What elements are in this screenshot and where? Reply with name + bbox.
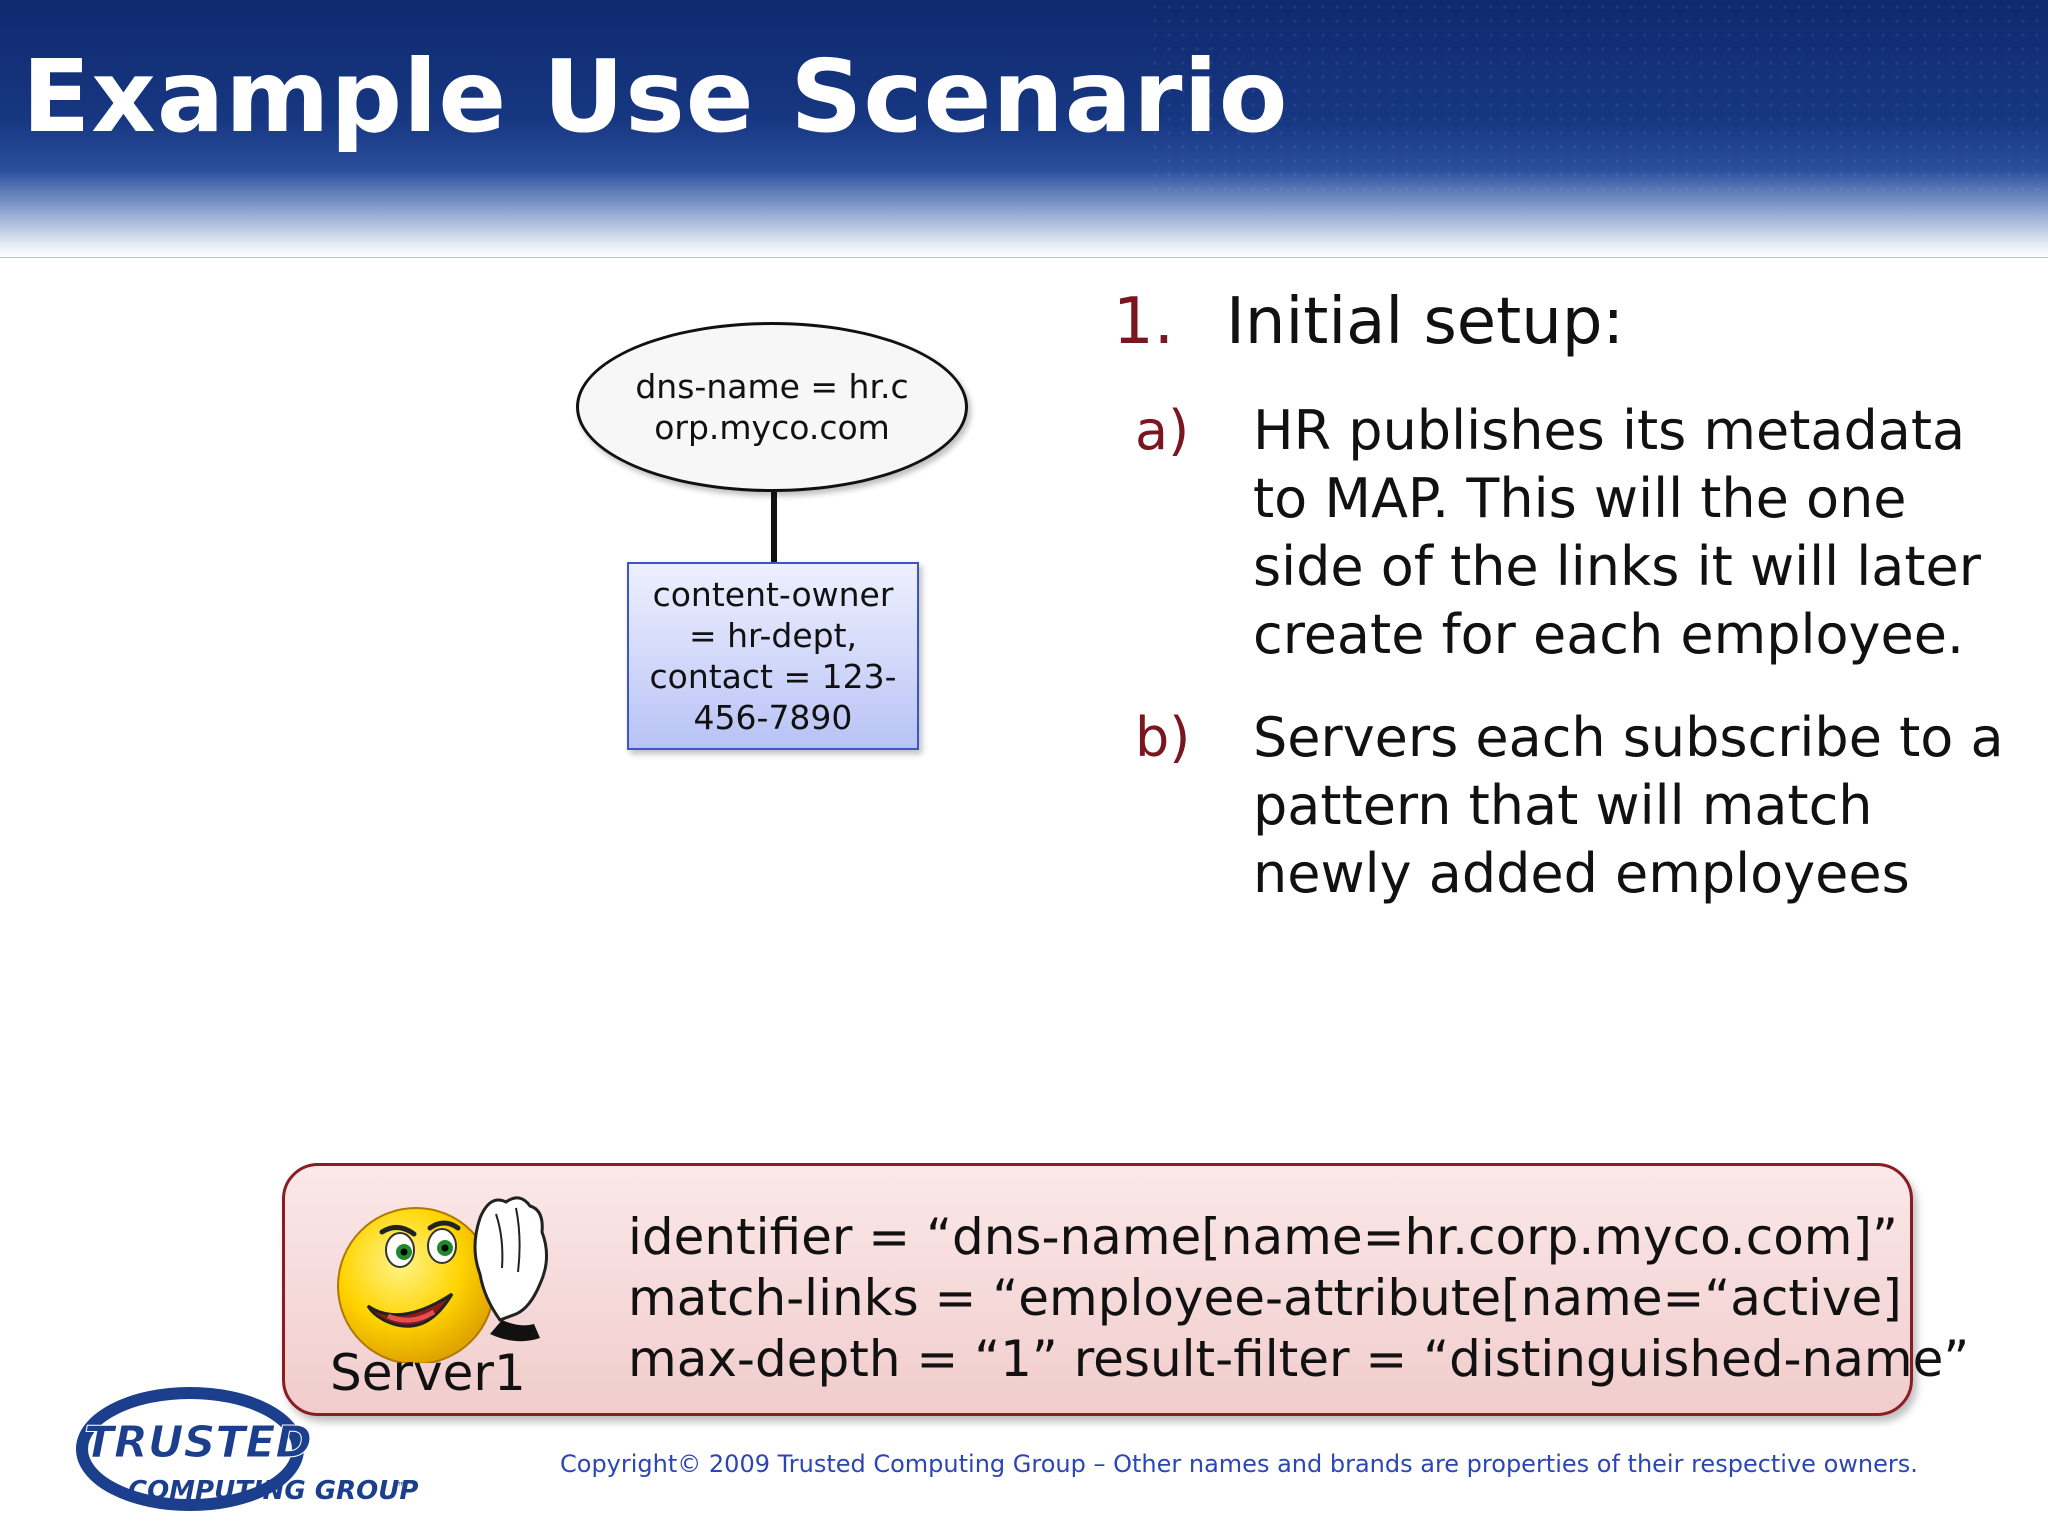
text-line: to MAP. This will the one xyxy=(1253,467,1907,530)
metadata-node-label: content-owner = hr-dept, contact = 123-4… xyxy=(649,575,897,737)
logo-wordmark-bottom: COMPUTING GROUP xyxy=(128,1476,418,1506)
banner-pattern xyxy=(1148,0,2048,200)
copyright-notice: Copyright© 2009 Trusted Computing Group … xyxy=(560,1450,1918,1478)
text-line: create for each employee. xyxy=(1253,603,1965,666)
identifier-node: dns-name = hr.corp.myco.com xyxy=(576,322,968,492)
slide-title: Example Use Scenario xyxy=(22,38,1289,155)
list-marker: a) xyxy=(1135,399,1190,462)
subscription-query: identifier = “dns-name[name=hr.corp.myco… xyxy=(628,1207,1970,1390)
subscription-panel xyxy=(282,1163,1913,1416)
list-item-text: HR publishes its metadata to MAP. This w… xyxy=(1253,397,2048,669)
query-line: match-links = “employee-attribute[name=“… xyxy=(628,1269,1902,1327)
query-line: identifier = “dns-name[name=hr.corp.myco… xyxy=(628,1208,1898,1266)
smiley-salute-icon xyxy=(337,1196,548,1363)
text-line: side of the links it will later xyxy=(1253,535,1981,598)
title-banner: Example Use Scenario xyxy=(0,0,2048,258)
tcg-logo: TRUSTED COMPUTING GROUP ™ xyxy=(76,1387,418,1511)
step-heading: 1. Initial setup: xyxy=(1113,282,2033,362)
server-label: Server1 xyxy=(330,1344,526,1402)
text-line: Servers each subscribe to a xyxy=(1253,706,2004,769)
logo-trademark: ™ xyxy=(396,1480,408,1494)
list-item-text: Servers each subscribe to a pattern that… xyxy=(1253,704,2048,908)
text-line: pattern that will match xyxy=(1253,774,1873,837)
banner-divider xyxy=(0,257,2048,258)
metadata-node: content-owner = hr-dept, contact = 123-4… xyxy=(627,562,919,750)
link-edge xyxy=(771,492,777,562)
list-marker: b) xyxy=(1135,706,1191,769)
text-line: HR publishes its metadata xyxy=(1253,399,1966,462)
text-line: newly added employees xyxy=(1253,842,1910,905)
step-number: 1. xyxy=(1113,285,1175,359)
logo-wordmark-top: TRUSTED xyxy=(84,1417,312,1468)
identifier-node-label: dns-name = hr.corp.myco.com xyxy=(635,367,909,447)
step-title: Initial setup: xyxy=(1226,285,1624,359)
query-line: max-depth = “1” result-filter = “disting… xyxy=(628,1330,1970,1388)
